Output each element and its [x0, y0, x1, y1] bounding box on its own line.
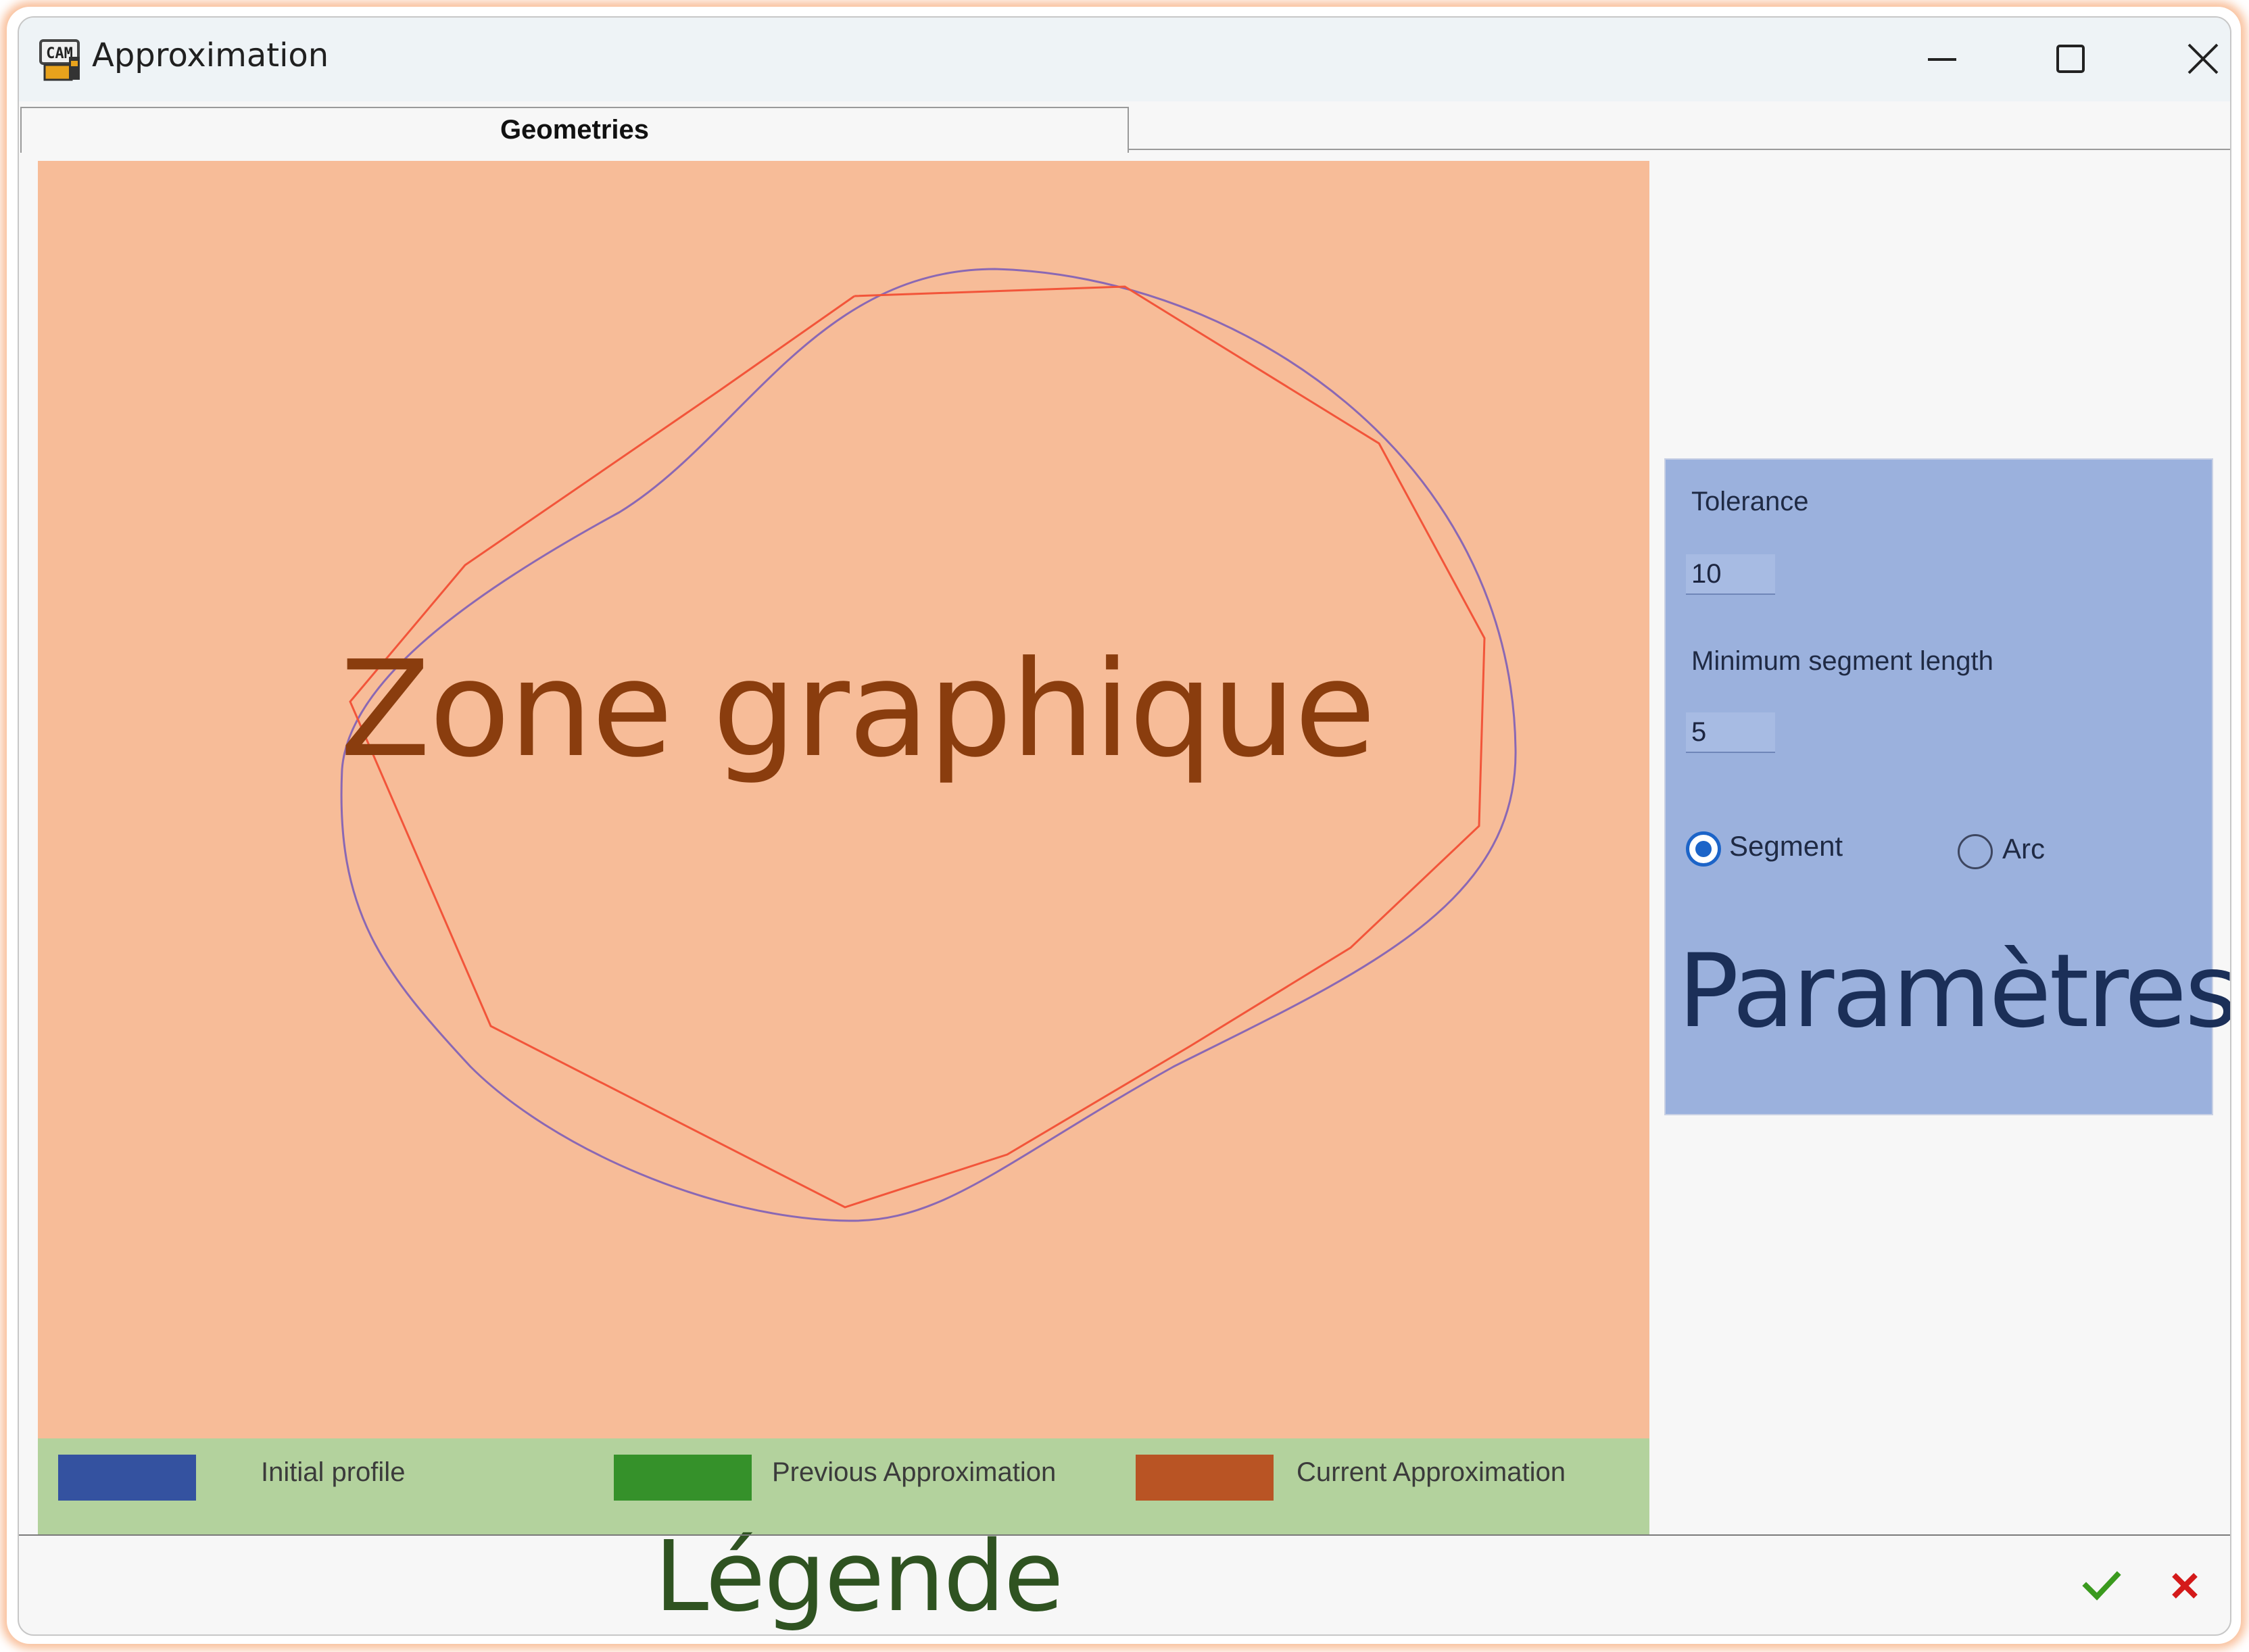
- current-approximation-polyline: [349, 285, 1486, 1209]
- tab-strip-divider: [1128, 149, 2230, 150]
- footer-divider: [19, 1534, 2230, 1536]
- svg-text:CAM: CAM: [46, 45, 73, 62]
- tab-geometries-label: Geometries: [500, 115, 650, 145]
- tolerance-label: Tolerance: [1691, 487, 1809, 516]
- min-segment-length-input[interactable]: [1686, 712, 1775, 753]
- parameters-panel: Tolerance Minimum segment length Segment…: [1664, 458, 2230, 1115]
- arc-radio[interactable]: [1958, 834, 1993, 869]
- initial-profile-curve: [340, 268, 1517, 1222]
- maximize-button[interactable]: [2033, 32, 2108, 87]
- tab-strip: Geometries: [19, 101, 2230, 153]
- cancel-button[interactable]: [2160, 1561, 2209, 1610]
- min-segment-length-label: Minimum segment length: [1691, 646, 1993, 676]
- legend-swatch-previous-approximation: [614, 1455, 752, 1501]
- check-icon: [2082, 1571, 2121, 1601]
- tolerance-input[interactable]: [1686, 554, 1775, 595]
- cam-app-icon: CAM: [39, 39, 80, 81]
- legend-swatch-current-approximation: [1136, 1455, 1274, 1501]
- cross-icon: [2172, 1573, 2198, 1599]
- legend-swatch-initial-profile: [58, 1455, 196, 1501]
- window-title: Approximation: [92, 37, 329, 74]
- legend-title: Légende: [654, 1520, 1064, 1633]
- approximation-window: CAM Approximation Geometries: [18, 16, 2231, 1636]
- ok-button[interactable]: [2077, 1561, 2125, 1610]
- arc-radio-label[interactable]: Arc: [2002, 833, 2045, 865]
- title-bar[interactable]: CAM Approximation: [19, 18, 2230, 101]
- graphic-zone[interactable]: Zone graphique: [38, 161, 1649, 1438]
- parameters-title: Paramètres: [1678, 933, 2231, 1050]
- segment-radio[interactable]: [1686, 831, 1721, 867]
- maximize-icon: [2056, 45, 2085, 73]
- legend-label-initial-profile: Initial profile: [261, 1457, 406, 1487]
- legend-label-current-approximation: Current Approximation: [1297, 1457, 1566, 1487]
- legend-label-previous-approximation: Previous Approximation: [772, 1457, 1057, 1487]
- legend-bar: Initial profile Previous Approximation C…: [38, 1438, 1649, 1534]
- close-icon: [2187, 43, 2219, 74]
- minimize-icon: [1928, 58, 1956, 61]
- graphic-zone-label: Zone graphique: [339, 633, 1376, 787]
- tab-geometries[interactable]: Geometries: [20, 107, 1129, 153]
- close-button[interactable]: [2166, 32, 2230, 87]
- segment-radio-label[interactable]: Segment: [1729, 830, 1843, 862]
- minimize-button[interactable]: [1905, 32, 1979, 87]
